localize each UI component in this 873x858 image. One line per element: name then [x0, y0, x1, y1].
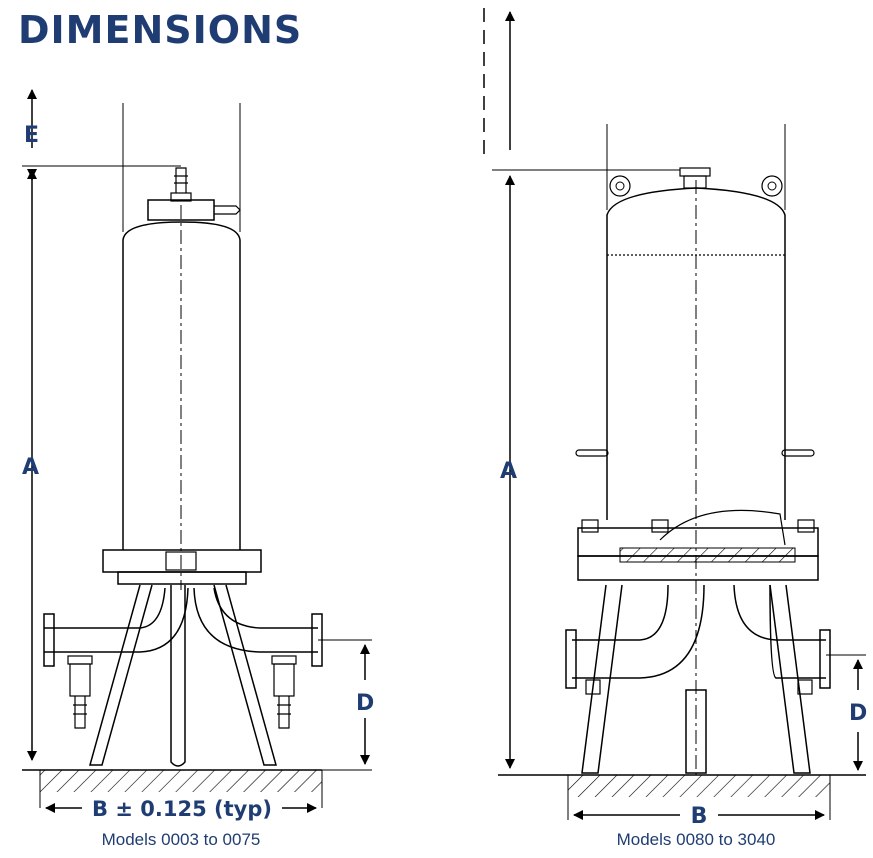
left-label-b: B ± 0.125 (typ) — [92, 797, 272, 821]
right-label-d: D — [849, 701, 867, 726]
left-drain-valve — [67, 655, 93, 729]
right-ground-hatch — [568, 775, 830, 797]
left-label-e: E — [24, 123, 39, 148]
right-label-b: B — [691, 804, 708, 829]
left-housing-drawing: E A D B ± 0.125 (typ) Models 0003 to 007… — [22, 89, 374, 849]
left-label-a: A — [22, 455, 39, 480]
page-title: DIMENSIONS — [18, 8, 303, 52]
right-caption: Models 0080 to 3040 — [617, 830, 776, 849]
left-label-d: D — [356, 691, 374, 716]
right-label-a: A — [500, 459, 517, 484]
left-ground-hatch — [40, 770, 322, 792]
right-housing-drawing: A D B Models 0080 to 3040 — [483, 8, 867, 849]
right-drain-valve — [271, 655, 297, 729]
left-caption: Models 0003 to 0075 — [102, 830, 261, 849]
